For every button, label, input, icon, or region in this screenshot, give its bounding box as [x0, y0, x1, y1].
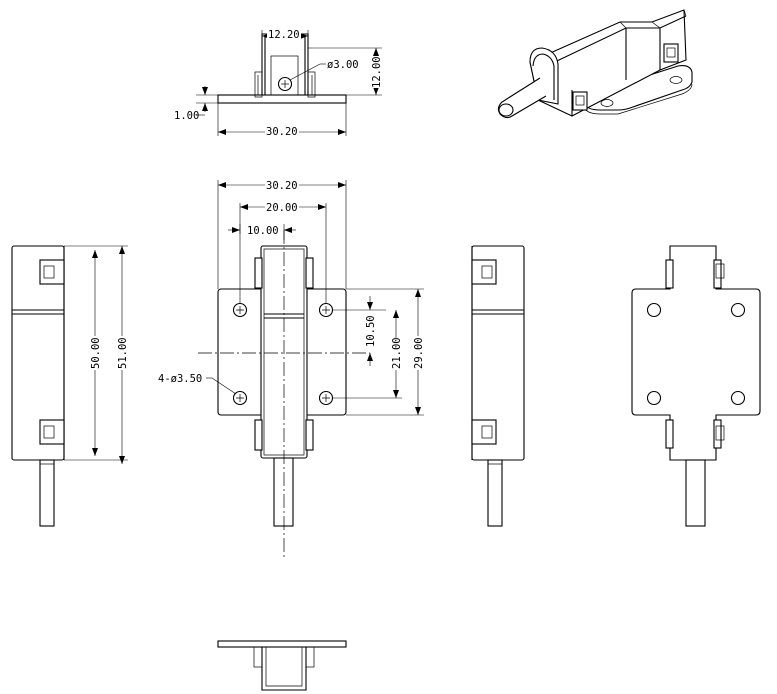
dim-top-plate-width: 30.20	[266, 126, 298, 138]
dim-hole-spacing-y: 21.00	[391, 337, 403, 369]
isometric-view	[497, 9, 693, 119]
back-view	[631, 245, 761, 527]
dim-front-plate-width: 30.20	[266, 180, 298, 192]
dim-overall-length: 51.00	[117, 337, 129, 369]
dim-holes-callout: 4-ø3.50	[158, 373, 202, 385]
front-view-dimensions: 30.20 20.00 10.00 4-ø3.50 10.50 21.00 29…	[158, 179, 425, 416]
dim-top-inner-width: 12.20	[268, 29, 300, 41]
front-view	[198, 230, 370, 558]
dim-body-length: 50.00	[90, 337, 102, 369]
top-view	[217, 33, 347, 104]
dim-body-half-width: 10.00	[247, 225, 279, 237]
dim-hole-half-spacing-y: 10.50	[365, 315, 377, 347]
dim-top-height: 12.00	[371, 56, 383, 88]
bottom-view	[217, 640, 347, 691]
dim-plate-height: 29.00	[413, 337, 425, 369]
dim-top-hole-diameter: ø3.00	[327, 59, 359, 71]
dim-hole-spacing-x: 20.00	[266, 202, 298, 214]
top-view-dimensions: 12.20 ø3.00 12.00 1.00 30.20	[174, 28, 383, 138]
left-side-view: 50.00 51.00	[11, 245, 129, 527]
right-side-view	[471, 245, 525, 527]
dim-plate-thickness: 1.00	[174, 110, 199, 122]
